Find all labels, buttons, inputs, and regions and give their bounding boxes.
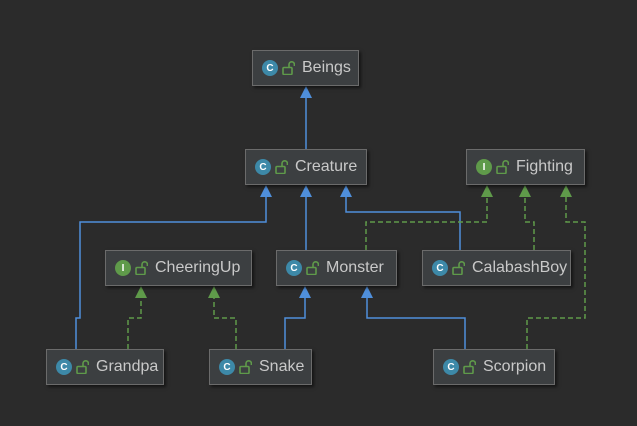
arrowhead-extends bbox=[300, 86, 312, 98]
arrowhead-extends bbox=[299, 286, 311, 298]
node-label-creature: Creature bbox=[295, 158, 358, 175]
arrowhead-extends bbox=[361, 286, 373, 298]
class-icon: C bbox=[255, 159, 271, 175]
interface-icon: I bbox=[476, 159, 492, 175]
node-label-grandpa: Grandpa bbox=[96, 358, 159, 375]
edge-extends-scorpion-to-monster bbox=[366, 297, 466, 349]
edge-extends-snake-to-monster bbox=[284, 297, 306, 349]
unlock-icon bbox=[135, 261, 148, 275]
edge-implements-monster-to-fighting bbox=[365, 196, 488, 250]
edge-extends-calabashboy-to-creature bbox=[345, 196, 461, 250]
node-calabashboy[interactable]: C CalabashBoy bbox=[422, 250, 571, 286]
class-icon: C bbox=[262, 60, 278, 76]
unlock-icon bbox=[452, 261, 465, 275]
class-icon: C bbox=[56, 359, 72, 375]
class-icon: C bbox=[219, 359, 235, 375]
arrowhead-implements bbox=[481, 185, 493, 197]
node-label-cheeringup: CheeringUp bbox=[155, 259, 241, 276]
node-label-fighting: Fighting bbox=[516, 158, 573, 175]
arrowhead-extends bbox=[300, 185, 312, 197]
unlock-icon bbox=[282, 61, 295, 75]
unlock-icon bbox=[306, 261, 319, 275]
edge-implements-snake-to-cheeringup bbox=[213, 297, 237, 349]
class-icon: C bbox=[286, 260, 302, 276]
node-fighting[interactable]: I Fighting bbox=[466, 149, 585, 185]
unlock-icon bbox=[275, 160, 288, 174]
edge-implements-scorpion-to-fighting bbox=[526, 196, 586, 349]
class-icon: C bbox=[443, 359, 459, 375]
class-icon: C bbox=[432, 260, 448, 276]
node-label-beings: Beings bbox=[302, 59, 351, 76]
node-grandpa[interactable]: C Grandpa bbox=[46, 349, 164, 385]
unlock-icon bbox=[239, 360, 252, 374]
node-label-monster: Monster bbox=[326, 259, 384, 276]
arrowhead-extends bbox=[260, 185, 272, 197]
unlock-icon bbox=[76, 360, 89, 374]
unlock-icon bbox=[463, 360, 476, 374]
node-creature[interactable]: C Creature bbox=[245, 149, 367, 185]
arrowhead-implements bbox=[519, 185, 531, 197]
node-snake[interactable]: C Snake bbox=[209, 349, 312, 385]
node-scorpion[interactable]: C Scorpion bbox=[433, 349, 555, 385]
arrowhead-implements bbox=[208, 286, 220, 298]
edge-extends-grandpa-to-creature bbox=[75, 196, 267, 349]
node-label-calabashboy: CalabashBoy bbox=[472, 259, 568, 276]
node-monster[interactable]: C Monster bbox=[276, 250, 397, 286]
node-beings[interactable]: C Beings bbox=[252, 50, 359, 86]
interface-icon: I bbox=[115, 260, 131, 276]
arrowhead-implements bbox=[135, 286, 147, 298]
unlock-icon bbox=[496, 160, 509, 174]
edge-implements-calabashboy-to-fighting bbox=[524, 196, 535, 250]
arrowhead-implements bbox=[560, 185, 572, 197]
node-label-snake: Snake bbox=[259, 358, 305, 375]
node-label-scorpion: Scorpion bbox=[483, 358, 547, 375]
edge-implements-grandpa-to-cheeringup bbox=[127, 297, 142, 349]
node-cheeringup[interactable]: I CheeringUp bbox=[105, 250, 252, 286]
arrowhead-extends bbox=[340, 185, 352, 197]
